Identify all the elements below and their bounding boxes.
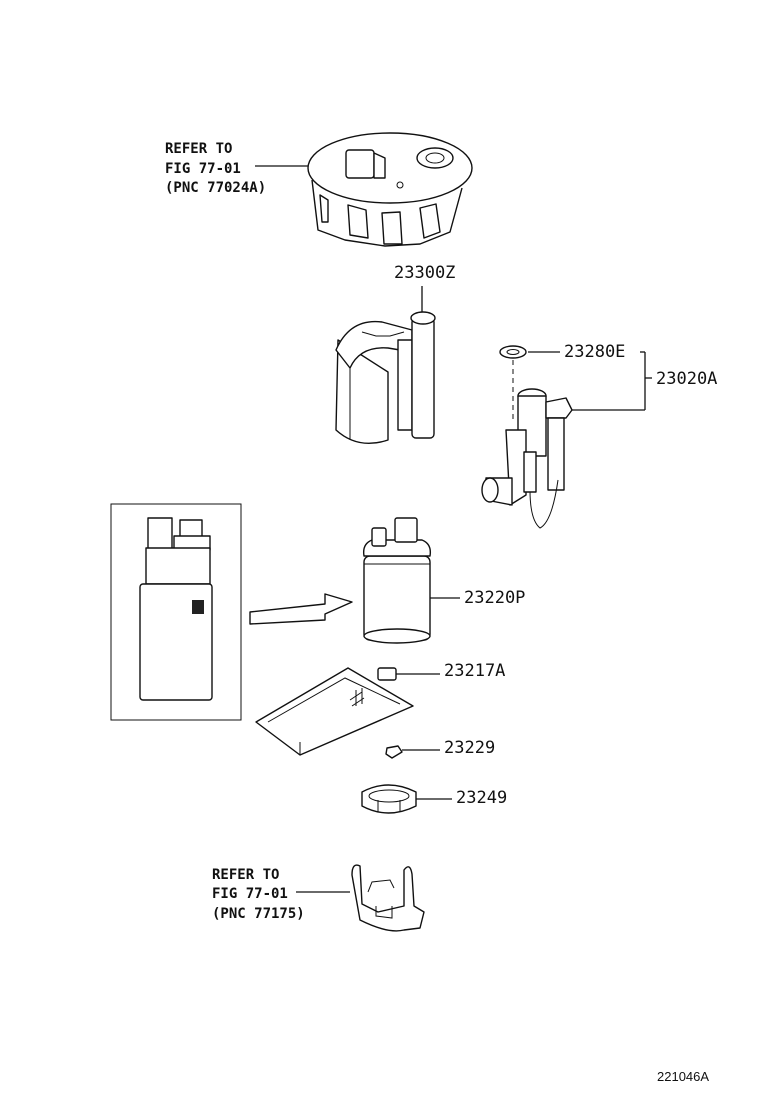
refer-bottom-line-2: FIG 77-01 [212, 886, 288, 902]
refer-top-line-3: (PNC 77024A) [165, 180, 266, 196]
label-23249: 23249 [456, 788, 507, 808]
pump-bracket [351, 864, 425, 932]
inset-pump-view [139, 517, 213, 701]
label-23020a: 23020A [656, 369, 717, 389]
fuel-pump-cover [307, 132, 473, 247]
label-23217a: 23217A [444, 661, 505, 681]
strainer-clip [385, 745, 403, 759]
refer-top-line-2: FIG 77-01 [165, 161, 241, 177]
figure-id: 221046A [657, 1069, 709, 1084]
refer-bottom-line-3: (PNC 77175) [212, 906, 305, 922]
pressure-regulator [481, 388, 573, 529]
inset-frame [110, 503, 242, 721]
refer-top-line-1: REFER TO [165, 141, 232, 157]
o-ring [499, 345, 527, 359]
label-23229: 23229 [444, 738, 495, 758]
refer-note-bottom: REFER TO FIG 77-01 (PNC 77175) [212, 867, 305, 922]
label-23300z: 23300Z [394, 263, 455, 283]
label-23220p: 23220P [464, 588, 525, 608]
arrow-to-pump [249, 593, 353, 625]
pump-cushion [361, 784, 417, 814]
refer-bottom-line-1: REFER TO [212, 867, 279, 883]
refer-note-top: REFER TO FIG 77-01 (PNC 77024A) [165, 141, 266, 196]
fuel-pump [362, 517, 432, 644]
label-23280e: 23280E [564, 342, 625, 362]
fuel-filter [335, 311, 436, 444]
fuel-strainer [255, 667, 414, 756]
